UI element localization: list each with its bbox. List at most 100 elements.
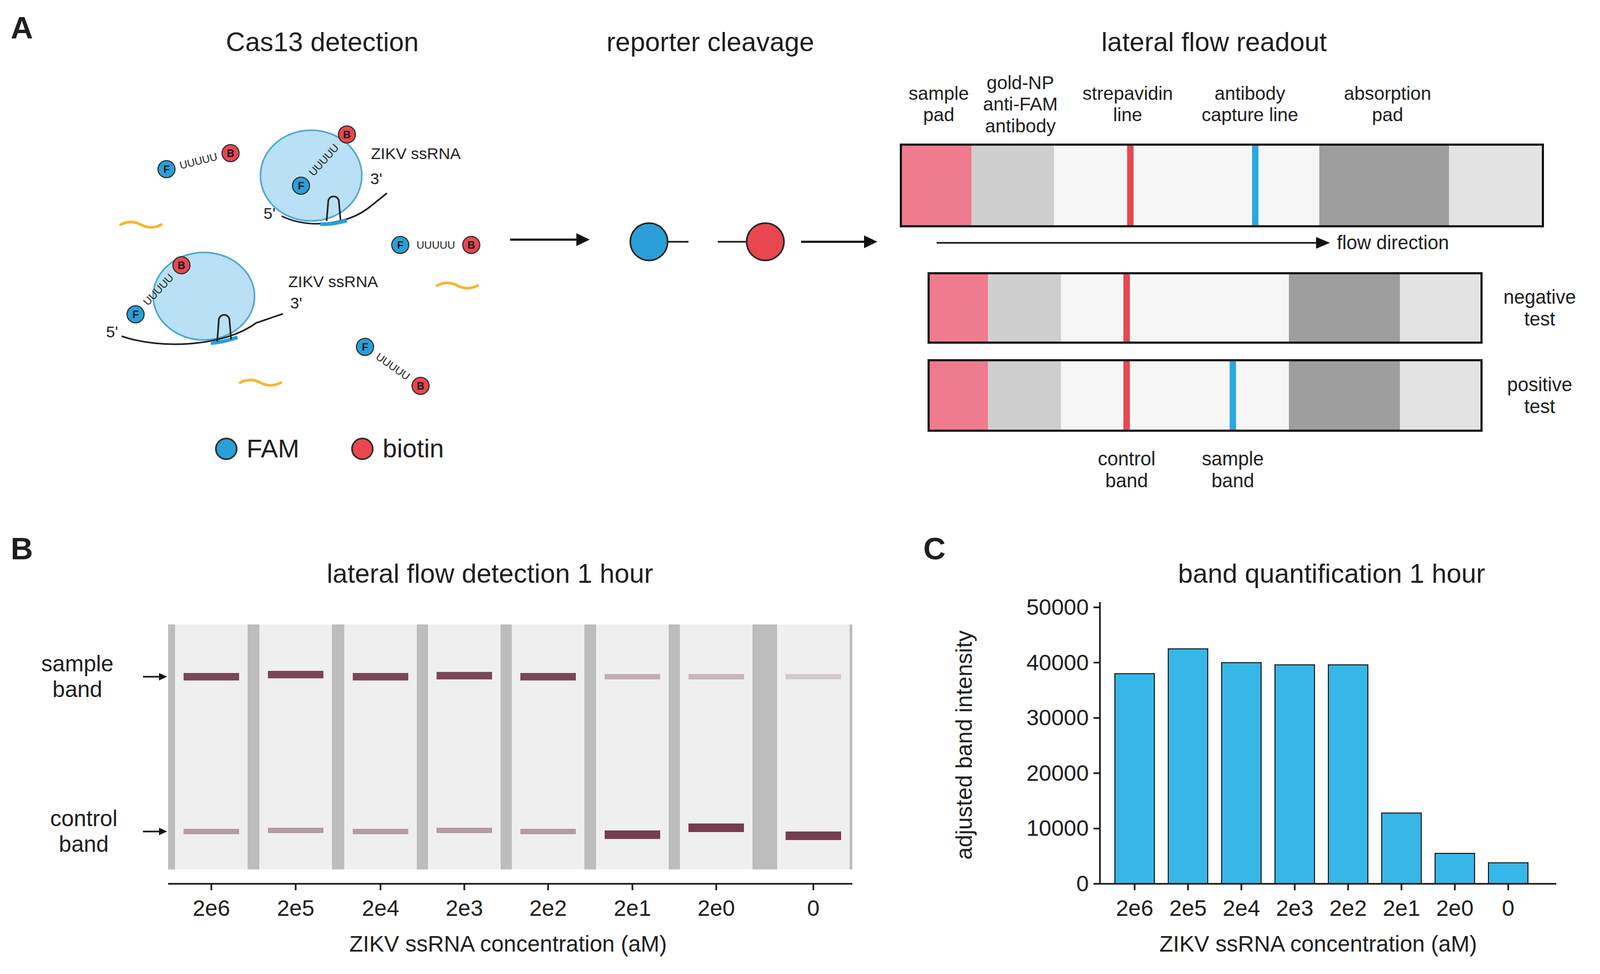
sample-line [1229, 360, 1237, 431]
conjugate-pad [987, 273, 1061, 343]
arrow-head [159, 672, 168, 681]
arrow-head [1316, 236, 1330, 249]
dye-letter: F [361, 341, 369, 353]
result-label: negative test [1491, 286, 1588, 331]
crrna-hairpin [326, 196, 341, 221]
absorption-pad [1288, 273, 1400, 343]
arrow-head [576, 233, 590, 247]
x-axis [168, 883, 853, 885]
strip-part-label: absorption pad [1331, 82, 1444, 126]
test-strip [428, 624, 501, 870]
dye-letter: B [343, 129, 351, 140]
sample-band [183, 672, 240, 681]
bar [1381, 812, 1422, 884]
section-title: lateral flow readout [1101, 27, 1327, 59]
tick-label: 2e2 [529, 895, 567, 922]
background-rna [437, 282, 478, 289]
strand-end: 5' [106, 322, 118, 342]
section-title: Cas13 detection [225, 27, 419, 59]
biotin-circle [746, 223, 784, 261]
tick-label: 2e3 [445, 895, 483, 922]
strip-body [928, 360, 1482, 431]
tick-label: 2e3 [1276, 895, 1314, 922]
tick-label: 20000 [1026, 760, 1089, 787]
bar [1435, 853, 1475, 884]
strip-outline [928, 360, 1482, 431]
process-arrow [801, 240, 867, 243]
background-rna [120, 222, 162, 228]
reporter-dye-circle: F [126, 305, 145, 324]
strip-part-label: antibody capture line [1196, 82, 1304, 126]
panel-title: lateral flow detection 1 hour [326, 558, 653, 590]
photo-background [168, 624, 853, 870]
reporter-dye-circle: B [411, 376, 430, 395]
reporter-dye-circle: B [221, 144, 240, 163]
control-band [352, 828, 409, 835]
control-line [1123, 273, 1130, 343]
axis-title: adjusted band intensity [951, 630, 978, 860]
dye-letter: B [467, 239, 475, 251]
panel-title: band quantification 1 hour [1177, 558, 1485, 590]
cas13-protein [153, 252, 255, 340]
result-label: positive test [1491, 373, 1588, 418]
target-site [320, 220, 347, 225]
reporter-sequence: UUUUU [373, 350, 413, 383]
panel-letter: B [10, 531, 34, 567]
sample-band [436, 671, 493, 680]
legend-text: FAM [246, 433, 300, 464]
dye-letter: B [226, 147, 235, 159]
strand-end: 3' [290, 294, 303, 313]
sample-band [520, 672, 576, 681]
streptavidin-line [1127, 144, 1134, 227]
conjugate-pad [987, 360, 1061, 431]
dye-letter: B [416, 380, 425, 392]
sample-band [604, 674, 661, 680]
rna-label: ZIKV ssRNA [288, 272, 378, 292]
test-strip [175, 624, 248, 870]
background-rna [240, 379, 281, 386]
test-strip [777, 624, 850, 870]
sample-band [352, 672, 409, 681]
reporter-dye-circle: B [462, 235, 481, 255]
reporter-dye-circle: F [355, 337, 375, 356]
band-label: sample band [1187, 447, 1279, 493]
cleaved-linker [717, 241, 747, 243]
arrow-head [864, 235, 878, 249]
fam-circle [630, 223, 668, 261]
target-site [210, 337, 238, 344]
flow-arrow [936, 242, 1319, 244]
arrow-head [159, 827, 168, 836]
rna-strand [281, 193, 387, 224]
control-band [604, 830, 661, 839]
cas13-protein [260, 130, 362, 221]
axis-title: ZIKV ssRNA concentration (aM) [349, 931, 667, 957]
sample-band [267, 670, 324, 679]
panel-letter: C [923, 531, 946, 567]
rna-strand [121, 313, 283, 345]
control-band [436, 827, 493, 834]
test-strip [259, 624, 332, 870]
membrane [1060, 273, 1289, 343]
strip-outline [900, 144, 1543, 227]
rna-label: ZIKV ssRNA [370, 144, 461, 164]
reporter-sequence: UUUUU [178, 150, 219, 172]
panel-letter: A [10, 10, 34, 46]
pointer-arrow [143, 676, 161, 678]
absorption-pad [1319, 144, 1449, 227]
bar [1114, 673, 1155, 884]
tick-label: 2e5 [276, 895, 315, 922]
band-label: sample band [24, 651, 131, 703]
reporter-sequence: UUUUU [306, 141, 342, 179]
band-label: control band [1081, 447, 1172, 493]
test-strip [511, 624, 585, 870]
sample-band [688, 674, 744, 680]
dye-letter: F [297, 180, 305, 192]
control-line [1123, 360, 1130, 431]
strip-part-label: gold-NP anti-FAM antibody [975, 72, 1066, 137]
crrna-hairpin [217, 314, 232, 342]
membrane [1054, 144, 1320, 227]
antibody-line [1252, 144, 1259, 227]
tick-label: 2e1 [1382, 895, 1421, 922]
